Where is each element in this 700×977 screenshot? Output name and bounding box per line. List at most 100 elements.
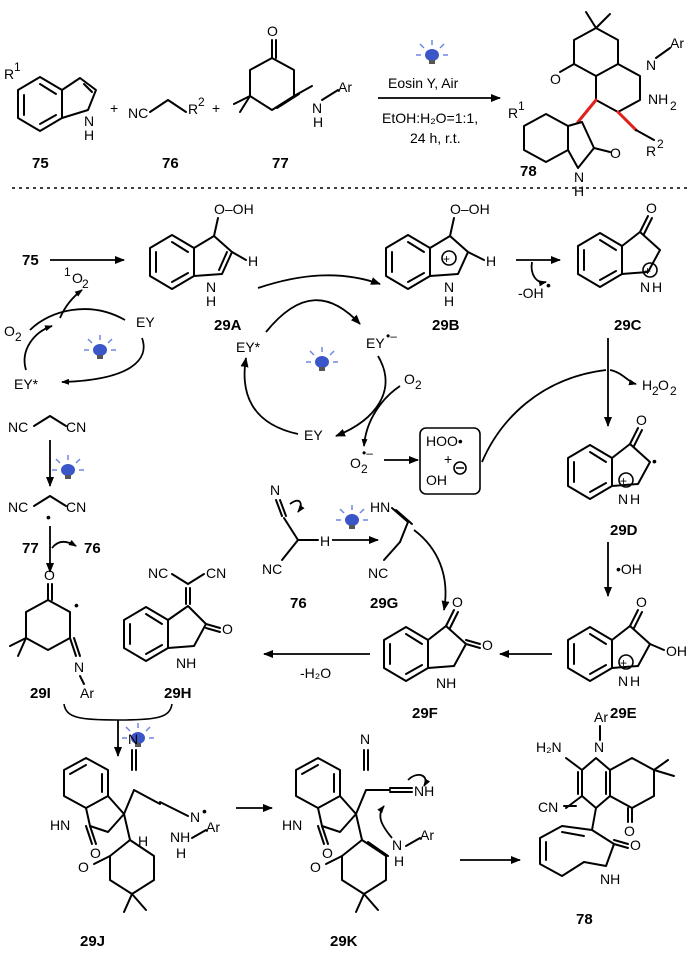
svg-text:HN: HN [370, 499, 390, 515]
svg-text:•: • [546, 277, 551, 293]
svg-text:OH: OH [426, 472, 447, 488]
r1-sup-78: 1 [518, 99, 525, 113]
center-photocycle: EY* EY •– EY O 2 O 2 •– [236, 299, 422, 476]
svg-text:+: + [644, 264, 651, 278]
r2-sup-78: 2 [657, 137, 664, 151]
svg-text:O: O [404, 371, 415, 387]
label-75: 75 [22, 252, 39, 269]
svg-text:N: N [190, 809, 200, 825]
svg-text:2: 2 [361, 462, 368, 476]
svg-text:H: H [642, 377, 652, 393]
intermediate-29h: NC CN O NH 29H [123, 565, 233, 702]
svg-text:O: O [658, 377, 669, 393]
svg-text:2: 2 [15, 330, 22, 344]
svg-text:•: • [46, 509, 51, 525]
compound-number-75: 75 [32, 155, 49, 172]
svg-text:O: O [44, 567, 55, 583]
svg-text:H: H [652, 279, 662, 295]
svg-text:O: O [646, 200, 657, 216]
svg-text:2: 2 [82, 277, 89, 291]
svg-text:H: H [206, 293, 216, 309]
malononitrile-path: NC CN NC CN • 77 76 [8, 415, 101, 573]
svg-text:2: 2 [670, 384, 677, 398]
condition-line-2: EtOH:H₂O=1:1, [382, 110, 478, 126]
n-77: N [312, 100, 322, 116]
svg-text:O: O [72, 270, 83, 286]
label-29e: 29E [610, 705, 637, 722]
o-78a: O [550, 71, 561, 87]
r1-label: R [4, 66, 14, 82]
hoo-oh-box: HOO• + OH [419, 427, 481, 495]
svg-text:1: 1 [64, 265, 71, 279]
reactant-76: NC R 2 76 [128, 95, 205, 172]
product-78-final: H₂N N Ar O CN O NH 78 [536, 709, 675, 928]
intermediate-29j: HN O N N • O H NH Ar H 29J [50, 731, 220, 950]
svg-text:CN: CN [66, 419, 86, 435]
svg-text:H: H [248, 253, 258, 269]
svg-text:O–OH: O–OH [214, 201, 254, 217]
product-78-top: O N Ar NH 2 R 2 O R 1 N H 78 [508, 11, 684, 199]
svg-text:NH: NH [600, 871, 620, 887]
svg-text:N: N [640, 279, 650, 295]
label-29a: 29A [214, 317, 242, 334]
svg-text:EY*: EY* [236, 339, 261, 355]
svg-text:N: N [444, 279, 454, 295]
svg-text:HN: HN [50, 817, 70, 833]
svg-text:+: + [620, 474, 627, 488]
nh2-sub-78: 2 [670, 99, 677, 113]
svg-text:+: + [443, 252, 450, 266]
h-78b: H [574, 183, 584, 199]
svg-text:N: N [74, 659, 84, 675]
svg-text:H: H [138, 833, 148, 849]
o-77: O [267, 23, 278, 39]
svg-text:O: O [482, 637, 493, 653]
svg-text:2: 2 [652, 384, 659, 398]
intermediate-29c: O + N H 29C [577, 200, 662, 334]
o-78b: O [610, 145, 621, 161]
svg-text:77: 77 [22, 540, 39, 557]
svg-text:NH: NH [436, 675, 456, 691]
intermediate-29k: HN O N NH O N Ar H 29K [282, 731, 434, 950]
r1-78: R [508, 105, 518, 121]
label-29k: 29K [330, 933, 358, 950]
n-78b: N [574, 169, 584, 185]
svg-text:H: H [630, 491, 640, 507]
svg-text:N: N [618, 673, 628, 689]
svg-text:EY: EY [136, 314, 155, 330]
svg-text:NC: NC [8, 499, 28, 515]
svg-text:H: H [630, 673, 640, 689]
svg-text:O: O [630, 837, 641, 853]
compound-number-78-top: 78 [520, 163, 537, 180]
label-29i: 29I [30, 685, 51, 702]
plus-2: + [212, 100, 220, 116]
svg-text:EY: EY [304, 427, 323, 443]
svg-text:HOO•: HOO• [426, 433, 463, 449]
reaction-arrow-top: Eosin Y, Air EtOH:H₂O=1:1, 24 h, r.t. [378, 39, 501, 146]
nh-n: N [84, 113, 94, 129]
svg-text:•: • [202, 803, 207, 819]
intermediate-29f: O O NH 29F [383, 594, 493, 722]
label-29j: 29J [80, 933, 105, 950]
svg-text:H: H [320, 533, 330, 549]
svg-text:•: • [74, 597, 79, 613]
svg-text:-H₂O: -H₂O [300, 665, 331, 681]
curve-box-to-29c [481, 369, 607, 463]
r2-label: R [188, 101, 198, 117]
intermediate-29e: O OH + N H 29E [567, 594, 687, 722]
svg-text:O: O [310, 859, 321, 875]
svg-text:O: O [636, 412, 647, 428]
r2-78: R [646, 143, 656, 159]
svg-text:H: H [176, 845, 186, 861]
svg-text:O: O [452, 594, 463, 610]
svg-text:O: O [90, 845, 101, 861]
svg-text:N: N [594, 739, 604, 755]
svg-text:76: 76 [84, 540, 101, 557]
svg-text:Ar: Ar [594, 709, 608, 725]
svg-text:CN: CN [206, 565, 226, 581]
condition-line-3: 24 h, r.t. [410, 130, 461, 146]
svg-text:H: H [444, 293, 454, 309]
svg-text:OH: OH [666, 643, 687, 659]
nh-h: H [84, 127, 94, 143]
label-29c: 29C [614, 317, 642, 334]
